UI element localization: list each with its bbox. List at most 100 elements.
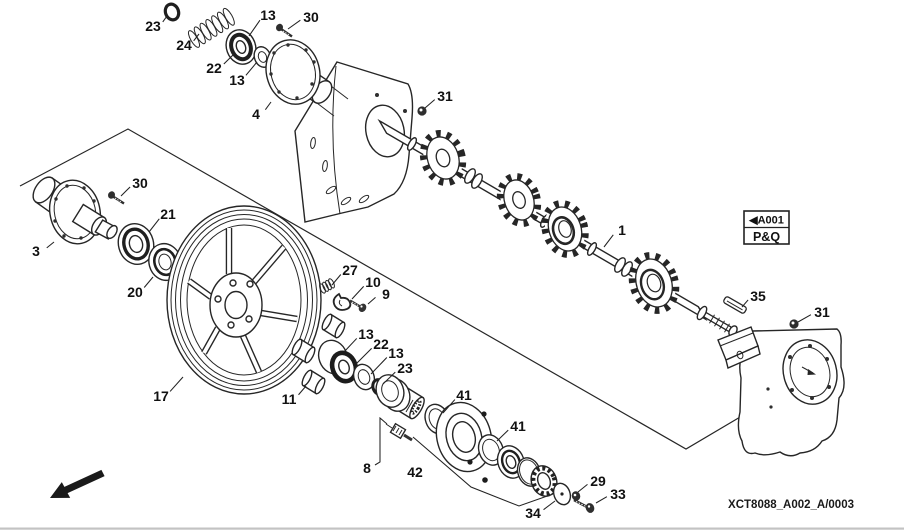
callout-label-23: 23 [397, 360, 413, 376]
bearing-22-bottom [317, 339, 359, 384]
pulley-17 [166, 205, 322, 395]
callout-leader-41 [496, 429, 509, 442]
callout-label-13: 13 [229, 72, 245, 88]
callout-leader-24 [193, 33, 200, 42]
pulley-spokes [187, 228, 298, 374]
callout-label-30: 30 [303, 9, 319, 25]
callout-leader-30 [120, 186, 131, 197]
splined-hub [375, 374, 425, 420]
callout-label-13: 13 [260, 7, 276, 23]
bolt-33 [573, 498, 595, 513]
callout-leader-22 [355, 348, 373, 365]
callout-leader-22 [223, 53, 235, 65]
right-mount-plate [717, 326, 845, 457]
splined-pin-42 [385, 422, 413, 442]
callout-label-27: 27 [342, 262, 358, 278]
sprocket-4 [628, 252, 680, 314]
callout-leader-31 [797, 314, 812, 323]
callout-label-30: 30 [132, 175, 148, 191]
callout-label-9: 9 [382, 286, 390, 302]
bolt-30-top [275, 23, 293, 38]
clip-10 [332, 292, 352, 311]
callout-leader-13 [370, 357, 388, 375]
sprocket-1 [419, 130, 467, 186]
callout-leader-1 [603, 234, 614, 248]
bolt-9 [349, 299, 367, 313]
callout-label-41: 41 [456, 387, 472, 403]
nut-31-right [789, 319, 799, 329]
bushing-middle [291, 338, 316, 364]
bushing-11 [301, 369, 326, 395]
left-mount-plate [294, 61, 414, 223]
bearing-flange [435, 401, 493, 473]
sprocket-2 [496, 173, 542, 227]
callout-label-8: 8 [363, 460, 371, 476]
callout-leader-9 [367, 297, 376, 305]
callout-label-1: 1 [618, 222, 626, 238]
callout-leader-17 [169, 376, 184, 392]
callout-leader-23 [162, 15, 168, 23]
callout-label-17: 17 [153, 388, 169, 404]
callout-label-4: 4 [252, 106, 260, 122]
lock-nut [530, 465, 558, 497]
callout-leader-29 [577, 483, 588, 493]
callout-leader-30 [287, 19, 301, 30]
callout-label-20: 20 [127, 284, 143, 300]
callout-label-24: 24 [176, 37, 192, 53]
callout-bracket-8 [374, 416, 388, 466]
callout-label-13: 13 [388, 345, 404, 361]
callout-leader-3 [46, 241, 55, 249]
washer-13-bottom [352, 363, 376, 391]
bearing-21 [117, 222, 155, 266]
callout-label-42: 42 [407, 464, 423, 480]
hub-3 [32, 176, 118, 245]
callout-label-34: 34 [525, 505, 541, 521]
bearing-22-top [225, 29, 257, 65]
callout-leader-11 [298, 385, 307, 396]
callout-leader-31 [424, 99, 436, 109]
callout-bracket-42 [412, 436, 554, 507]
callout-label-13: 13 [358, 326, 374, 342]
nut-31-top [417, 106, 427, 116]
snap-ring-23-top [163, 2, 181, 22]
callout-label-3: 3 [32, 243, 40, 259]
callout-label-29: 29 [590, 473, 606, 489]
bearing-housing-4 [265, 39, 333, 105]
callout-leader-35 [741, 299, 749, 308]
figure-reference-box: ◀A001 P&Q [743, 210, 790, 245]
sprocket-3 [541, 200, 589, 258]
callout-leader-20 [143, 276, 154, 288]
callout-leader-13 [343, 338, 358, 353]
figure-ref-code: ◀A001 [748, 215, 784, 227]
page-edge-line [0, 527, 904, 530]
bushing-upper [321, 313, 346, 339]
washer-34 [552, 482, 572, 506]
shaft-bracket [717, 326, 761, 369]
set-screw-dot [482, 477, 488, 483]
callout-label-22: 22 [373, 336, 389, 352]
callout-label-31: 31 [814, 304, 830, 320]
callout-leader-10 [351, 286, 365, 300]
callout-leader-23 [382, 371, 396, 385]
document-code: XCT8088_A002_A/0003 [728, 499, 854, 511]
callout-label-31: 31 [437, 88, 453, 104]
callout-leader-21 [148, 218, 160, 233]
key-35 [723, 296, 747, 314]
callout-leader-13 [248, 19, 261, 37]
callout-label-21: 21 [160, 206, 176, 222]
callout-label-33: 33 [610, 486, 626, 502]
figure-ref-section: P&Q [753, 230, 780, 244]
assembly-alignment-lines [19, 128, 753, 450]
callout-leader-41 [442, 399, 456, 414]
nut-29 [571, 491, 581, 501]
bolt-30-left [107, 191, 125, 205]
callout-leader-27 [331, 274, 342, 286]
view-direction-arrow-icon [50, 469, 105, 498]
callout-label-35: 35 [750, 288, 766, 304]
callout-label-11: 11 [282, 391, 297, 407]
callout-label-23: 23 [145, 18, 161, 34]
callout-leader-4 [264, 101, 272, 110]
